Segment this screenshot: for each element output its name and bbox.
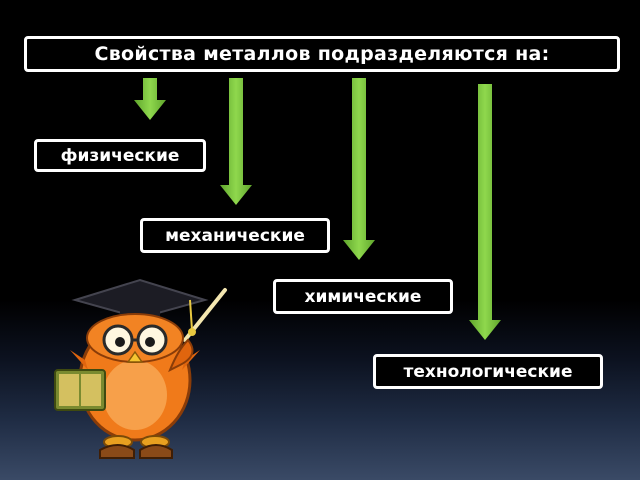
arrow-down-icon: [469, 84, 501, 340]
slide-title-text: Свойства металлов подразделяются на:: [94, 43, 550, 65]
category-label: химические: [304, 286, 422, 307]
category-label: физические: [60, 145, 180, 166]
category-box-technological: технологические: [373, 354, 603, 389]
category-box-mechanical: механические: [140, 218, 330, 253]
category-box-physical: физические: [34, 139, 206, 172]
arrow-down-icon: [220, 78, 252, 205]
category-label: технологические: [403, 361, 573, 382]
category-box-chemical: химические: [273, 279, 453, 314]
arrow-down-icon: [134, 78, 166, 120]
owl-professor-icon: [54, 278, 227, 459]
arrow-down-icon: [343, 78, 375, 260]
category-label: механические: [165, 225, 305, 246]
slide-title: Свойства металлов подразделяются на:: [24, 36, 620, 72]
